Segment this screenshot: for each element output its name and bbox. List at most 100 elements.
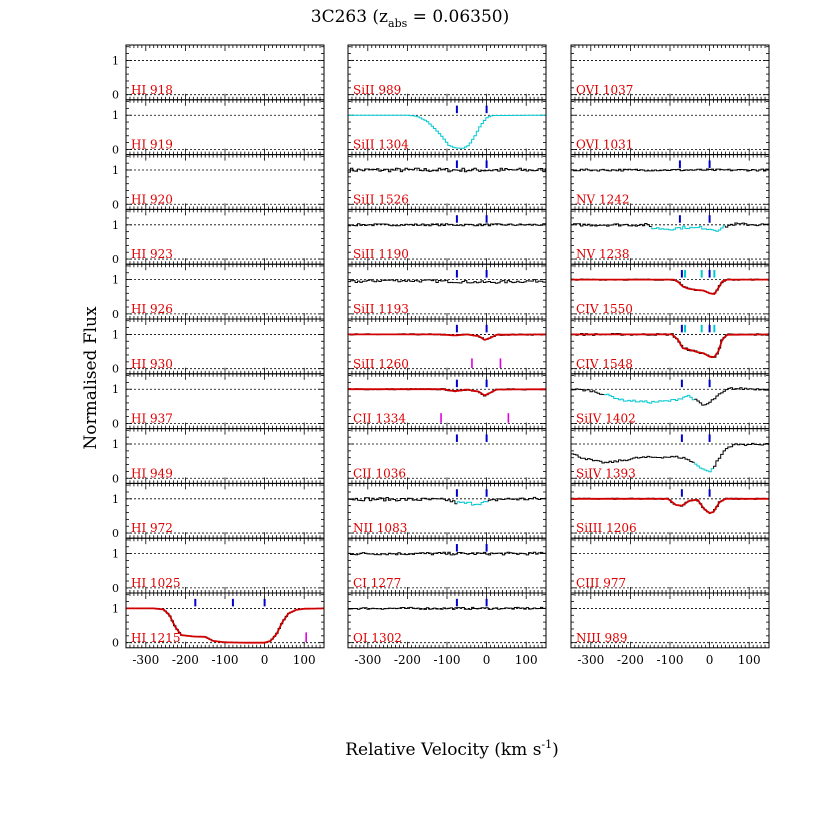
voigt-fit	[571, 333, 769, 358]
ion-label: CII 1334	[353, 412, 406, 426]
x-tick-label: -300	[577, 653, 604, 667]
y-tick-label: 1	[112, 164, 119, 177]
ion-label: NIII 989	[576, 631, 627, 645]
ion-label: SiII 1304	[353, 138, 409, 152]
panel-civ-1550: CIV 1550	[570, 263, 770, 320]
panel-siii-1190: SiII 1190	[347, 208, 547, 265]
x-tick-label: -200	[172, 653, 199, 667]
x-tick-label: -300	[132, 653, 159, 667]
panel-ovi-1037: OVI 1037	[570, 44, 770, 101]
x-tick-label: -100	[434, 653, 461, 667]
x-tick-label: 0	[483, 653, 491, 667]
y-tick-label: 0	[112, 417, 119, 430]
x-tick-label: -100	[657, 653, 684, 667]
ion-label: SiIII 1206	[576, 521, 637, 535]
ion-label: SiIV 1402	[576, 412, 636, 426]
ion-label: CIV 1550	[576, 302, 633, 316]
panel-ciii-977: CIII 977	[570, 537, 770, 594]
y-tick-label: 0	[112, 198, 119, 211]
ion-label: SiIV 1393	[576, 466, 636, 480]
voigt-fit	[571, 278, 769, 295]
ion-label: HI 919	[131, 138, 173, 152]
y-tick-label: 0	[112, 472, 119, 485]
y-tick-label: 1	[112, 274, 119, 287]
panel-ovi-1031: OVI 1031	[570, 99, 770, 156]
y-tick-label: 0	[112, 363, 119, 376]
panel-siii-1526: SiII 1526	[347, 154, 547, 210]
flux-spectrum	[603, 393, 695, 404]
flux-spectrum	[348, 279, 546, 284]
y-tick-label: 0	[112, 308, 119, 321]
panel-nv-1242: NV 1242	[570, 154, 770, 210]
panel-frame	[125, 592, 325, 649]
x-tick-label: -200	[394, 653, 421, 667]
flux-spectrum	[348, 223, 546, 227]
x-tick-label: 100	[515, 653, 538, 667]
y-tick-label: 0	[112, 143, 119, 156]
ion-label: HI 1215	[131, 631, 181, 645]
ion-label: HI 926	[131, 302, 173, 316]
y-tick-label: 1	[112, 548, 119, 561]
x-tick-label: -300	[354, 653, 381, 667]
y-tick-label: 0	[112, 89, 119, 102]
ion-label: SiII 989	[353, 83, 401, 97]
ion-label: HI 923	[131, 247, 173, 261]
ion-label: SiII 1260	[353, 357, 409, 371]
panel-frame	[570, 592, 770, 649]
ion-label: OVI 1037	[576, 83, 633, 97]
ion-label: HI 920	[131, 192, 173, 206]
chart-title: 3C263 (zabs = 0.06350)	[311, 7, 510, 30]
flux-spectrum	[348, 114, 546, 149]
flux-spectrum	[348, 606, 546, 610]
y-tick-label: 1	[112, 54, 119, 67]
panel-nii-1083: NII 1083	[347, 482, 547, 539]
flux-spectrum	[571, 442, 769, 469]
flux-spectrum	[348, 167, 546, 173]
panel-siiii-1206: SiIII 1206	[570, 482, 770, 539]
flux-spectrum	[456, 500, 489, 506]
voigt-fit	[126, 607, 324, 644]
ion-label: HI 972	[131, 521, 173, 535]
flux-spectrum	[694, 462, 714, 473]
panel-siii-989: SiII 989	[347, 44, 547, 101]
flux-spectrum	[348, 551, 546, 556]
ion-label: SiII 1190	[353, 247, 409, 261]
ion-label: NV 1238	[576, 247, 630, 261]
y-tick-label: 1	[112, 109, 119, 122]
flux-spectrum	[571, 333, 769, 358]
x-tick-label: 100	[293, 653, 316, 667]
x-tick-label: -100	[212, 653, 239, 667]
panel-hi-926: 0 1 HI 926	[112, 263, 325, 321]
flux-spectrum	[651, 225, 726, 232]
x-axis-label: Relative Velocity (km s-1)	[345, 738, 559, 760]
ion-label: CII 1036	[353, 466, 406, 480]
ion-label: CIV 1548	[576, 357, 633, 371]
panel-ci-1277: CI 1277	[347, 537, 547, 594]
panel-siiv-1402: SiIV 1402	[570, 373, 770, 430]
panel-siii-1304: SiII 1304	[347, 99, 547, 156]
ion-label: CI 1277	[353, 576, 401, 590]
ion-label: NV 1242	[576, 192, 630, 206]
panel-frame	[347, 592, 547, 649]
panel-siii-1260: SiII 1260	[347, 318, 547, 375]
ion-label: HI 949	[131, 466, 173, 480]
y-tick-label: 1	[112, 438, 119, 451]
flux-spectrum	[571, 222, 769, 228]
y-tick-label: 1	[112, 219, 119, 232]
y-tick-label: 0	[112, 637, 119, 650]
flux-spectrum	[571, 278, 769, 295]
panel-cii-1036: CII 1036	[347, 428, 547, 484]
panel-siiv-1393: SiIV 1393	[570, 428, 770, 484]
flux-spectrum	[571, 387, 769, 406]
panel-civ-1548: CIV 1548	[570, 318, 770, 375]
voigt-fit	[571, 497, 769, 515]
